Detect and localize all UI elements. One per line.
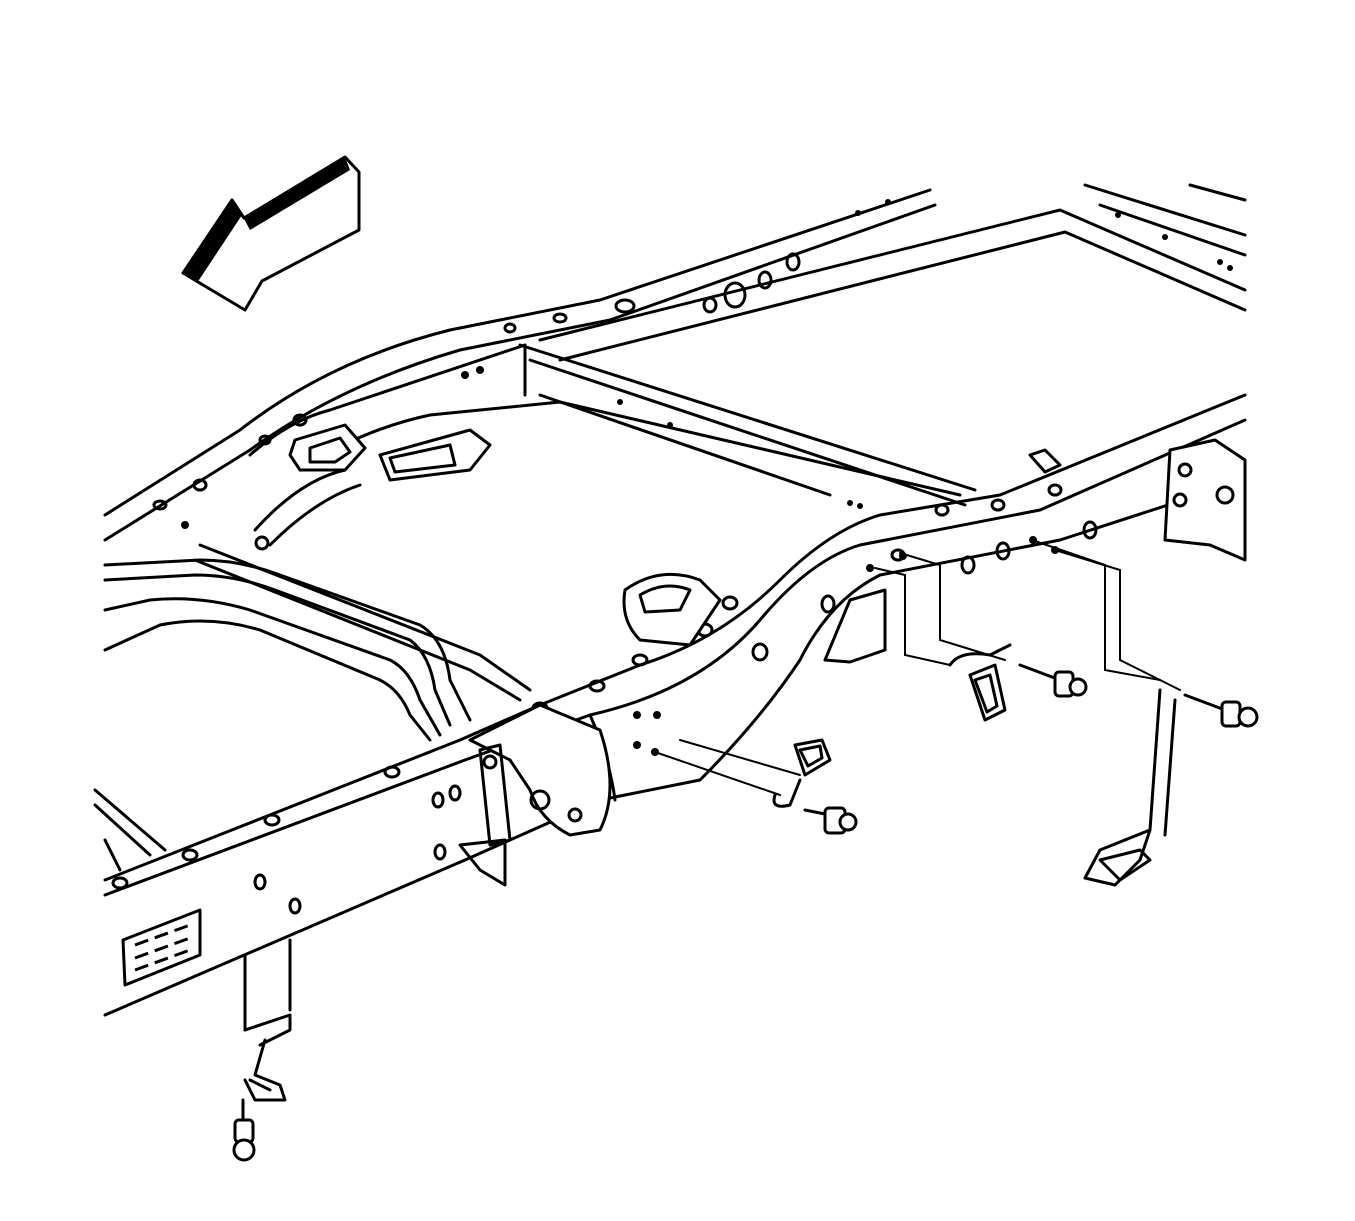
retainer-bolt-3[interactable]: [1183, 693, 1259, 728]
frame-label-plate: [121, 908, 202, 987]
line-retainer-clip-1: [654, 738, 832, 808]
retainer-bolt-2[interactable]: [1018, 663, 1088, 698]
retainer-bolt-1[interactable]: [803, 806, 858, 835]
left-frame-rail: [103, 188, 962, 542]
line-retainer-clip-3: [1031, 539, 1181, 887]
line-retainer-clip-4: [243, 938, 292, 1102]
right-frame-rail: [538, 183, 1247, 362]
retainer-bolt-4[interactable]: [232, 1098, 256, 1162]
front-direction-arrow: [181, 155, 361, 312]
fuel-lines: [103, 543, 532, 742]
crossmember: [253, 343, 977, 551]
line-retainer-clip-2: [874, 552, 1012, 722]
lower-frame-edge: [93, 788, 167, 872]
right-frame-rail-near: [103, 393, 1247, 1017]
